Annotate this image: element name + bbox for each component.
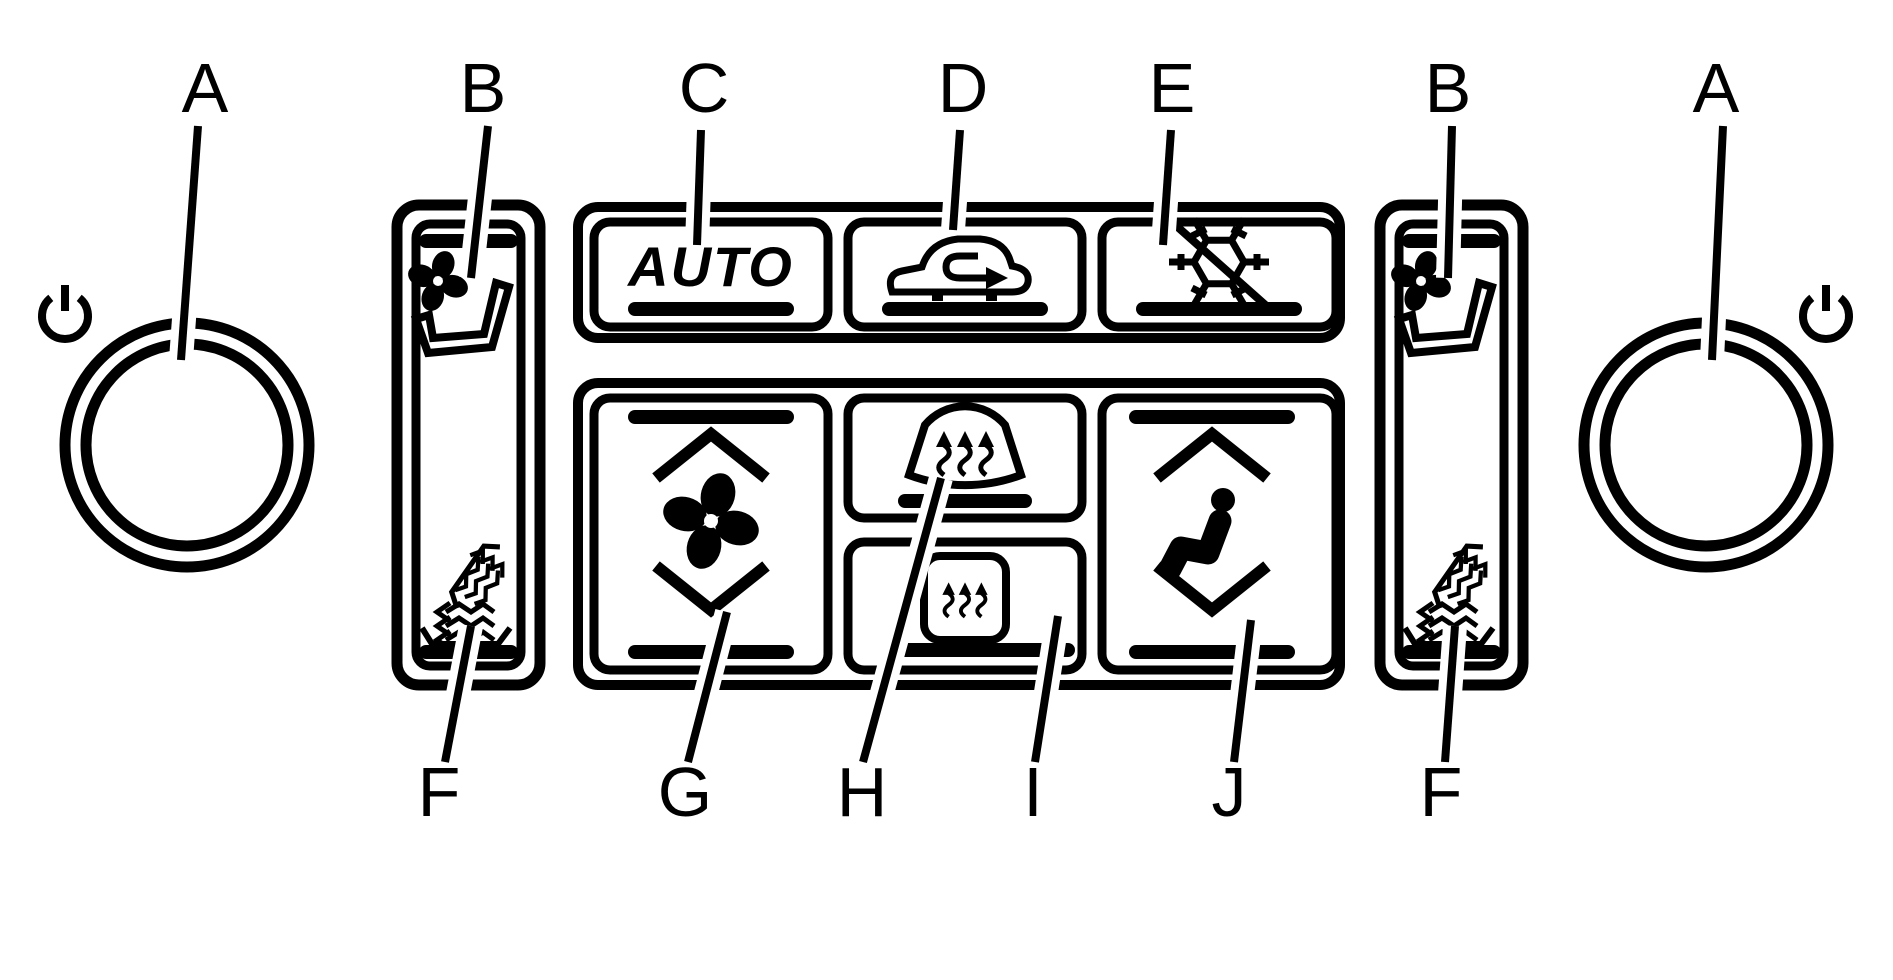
leader-line <box>459 124 500 280</box>
callout-c: C <box>679 49 730 127</box>
callout-labels: A B C D E B A F G H I J F <box>182 49 1740 831</box>
auto-button-label: AUTO <box>626 235 794 298</box>
leader-line <box>1433 625 1467 763</box>
mode-up-icon[interactable] <box>1153 426 1271 483</box>
leader-line <box>433 623 483 765</box>
seated-person-icon <box>1158 488 1235 581</box>
lower-button-group <box>573 378 1345 690</box>
callout-f-right: F <box>1420 753 1463 831</box>
rear-defog-button[interactable] <box>843 537 1087 675</box>
auto-button[interactable]: AUTO <box>589 217 833 332</box>
mode-down-icon[interactable] <box>1153 561 1271 618</box>
leader-line <box>1700 125 1735 361</box>
callout-i: I <box>1023 753 1042 831</box>
indicator-bar <box>1129 645 1295 659</box>
leader-line <box>1023 614 1070 764</box>
indicator-bar <box>628 410 794 424</box>
callout-e: E <box>1149 49 1196 127</box>
fan-icon <box>650 460 772 582</box>
leader-line <box>169 125 210 361</box>
callout-f-left: F <box>418 753 461 831</box>
callout-g: G <box>658 753 712 831</box>
leader-line <box>1222 618 1263 764</box>
leader-lines <box>169 124 1735 766</box>
indicator-bar <box>898 643 1075 657</box>
front-defog-button[interactable] <box>843 393 1087 523</box>
leader-line <box>941 129 972 231</box>
power-icon-left <box>42 285 88 339</box>
rear-defog-icon <box>920 552 1010 644</box>
indicator-bar <box>1129 410 1295 424</box>
leader-line <box>1436 125 1464 279</box>
leader-line <box>851 474 953 766</box>
callout-a-left: A <box>182 49 229 127</box>
callout-b-left: B <box>460 49 507 127</box>
leader-line <box>685 129 713 246</box>
indicator-bar <box>1136 302 1302 316</box>
callout-a-right: A <box>1693 49 1740 127</box>
ac-snowflake-icon <box>1160 211 1274 313</box>
mode-button[interactable] <box>1097 393 1341 675</box>
indicator-bar <box>882 302 1048 316</box>
leader-line <box>1151 129 1183 246</box>
front-defog-icon <box>904 402 1026 490</box>
ac-button[interactable] <box>1097 211 1341 332</box>
indicator-bar <box>898 494 1032 508</box>
leader-line <box>676 608 739 766</box>
callout-b-right: B <box>1425 49 1472 127</box>
callout-d: D <box>938 49 989 127</box>
recirculation-button[interactable] <box>843 217 1087 332</box>
callout-j: J <box>1212 753 1247 831</box>
fan-speed-down-icon[interactable] <box>652 561 770 618</box>
recirculation-icon <box>886 235 1032 301</box>
fan-speed-up-icon[interactable] <box>652 426 770 483</box>
indicator-bar <box>628 302 794 316</box>
power-icon-right <box>1803 285 1849 339</box>
callout-h: H <box>837 753 888 831</box>
